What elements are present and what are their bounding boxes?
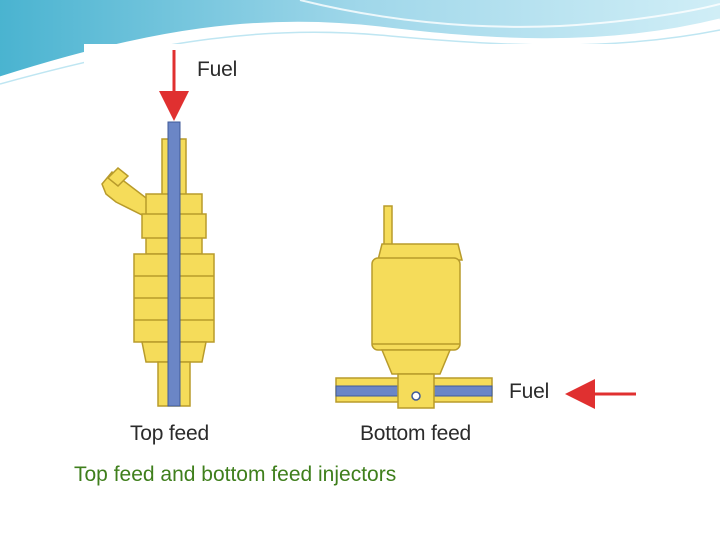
fuel-label-top: Fuel bbox=[197, 58, 238, 81]
fuel-label-side: Fuel bbox=[509, 380, 550, 403]
bottom-feed-injector bbox=[371, 205, 463, 409]
caption-text: Top feed and bottom feed injectors bbox=[74, 463, 397, 486]
figure-panel: Fuel Fuel Top feed Bottom feed bbox=[84, 44, 642, 452]
bottom-feed-inlet bbox=[411, 391, 421, 401]
bottom-feed-label: Bottom feed bbox=[360, 422, 472, 445]
caption-box: Top feed and bottom feed injectors bbox=[64, 456, 668, 494]
injector-diagram bbox=[101, 50, 636, 409]
top-feed-fuel-passage bbox=[167, 121, 181, 407]
top-feed-injector bbox=[101, 138, 215, 407]
top-feed-label: Top feed bbox=[130, 422, 209, 445]
